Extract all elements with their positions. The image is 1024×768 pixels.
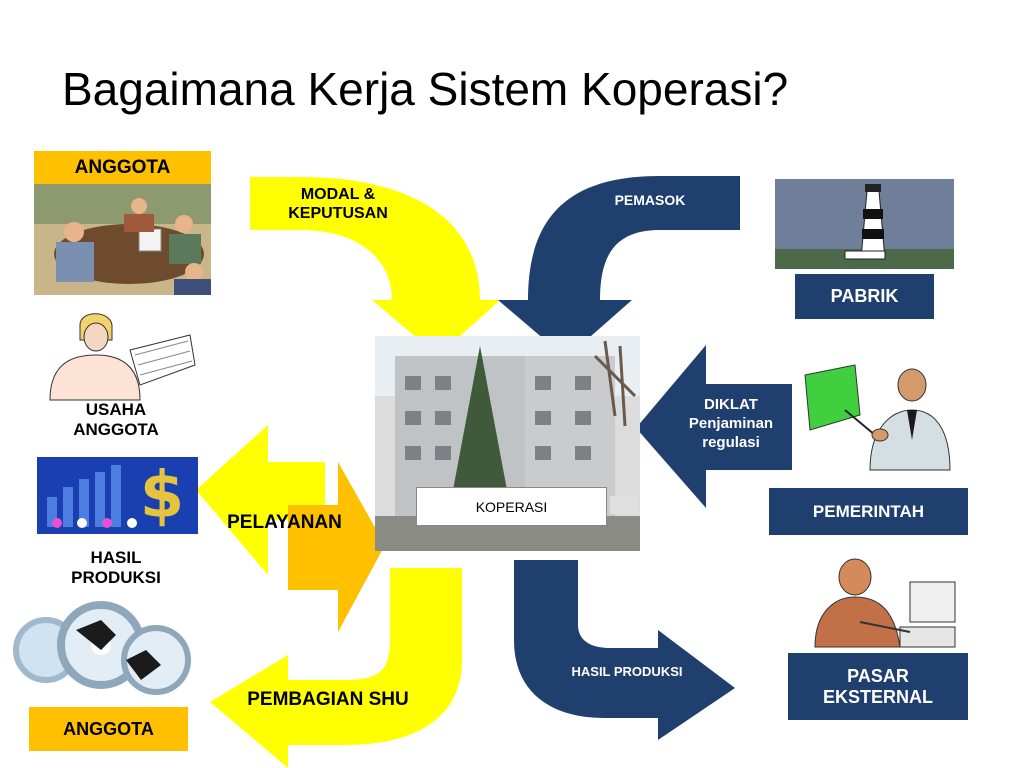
gears-clipart	[13, 601, 191, 695]
office-worker-clipart	[814, 558, 956, 648]
lighthouse-clipart	[775, 179, 954, 269]
diklat-line-1: DIKLAT	[704, 396, 758, 413]
modal-keputusan-label: MODAL & KEPUTUSAN	[268, 185, 408, 223]
pasar-eksternal-label: PASAR EKSTERNAL	[788, 653, 968, 720]
koperasi-label: KOPERASI	[475, 498, 548, 515]
pelayanan-arrow-left	[196, 425, 325, 575]
pemasok-label: PEMASOK	[614, 192, 686, 208]
pemerintah-text: PEMERINTAH	[812, 501, 925, 521]
modal-arrow	[250, 177, 500, 356]
woman-blueprint-clipart	[49, 313, 196, 401]
hasil-produksi-label: HASIL PRODUKSI	[52, 548, 180, 589]
pelayanan-label: PELAYANAN	[227, 512, 342, 533]
pabrik-label: PABRIK	[795, 274, 934, 319]
pasar-line-1: PASAR	[847, 665, 909, 686]
hasil-produksi-arrow-label: HASIL PRODUKSI	[571, 664, 683, 679]
hasil-produksi-line-2: PRODUKSI	[71, 568, 161, 588]
anggota-top-text: ANGGOTA	[74, 156, 171, 178]
presenter-clipart	[804, 364, 951, 471]
slide-title: Bagaimana Kerja Sistem Koperasi?	[62, 63, 789, 115]
pabrik-text: PABRIK	[830, 286, 899, 306]
pelayanan-arrow-right	[288, 462, 385, 632]
shu-arrow	[210, 568, 462, 768]
pemerintah-label: PEMERINTAH	[769, 488, 968, 535]
svg-text:$: $	[140, 459, 185, 533]
meeting-clipart	[34, 184, 211, 295]
diklat-line-3: regulasi	[702, 433, 760, 451]
hasil-produksi-line-1: HASIL	[90, 548, 142, 567]
koperasi-label-box: KOPERASI	[416, 487, 607, 526]
diklat-line-2: Penjaminan	[688, 414, 774, 432]
diklat-label: DIKLAT Penjaminan regulasi	[676, 396, 786, 452]
modal-line-2: KEPUTUSAN	[288, 205, 388, 223]
usaha-anggota-line-2: ANGGOTA	[73, 420, 159, 440]
anggota-bottom-text: ANGGOTA	[63, 718, 154, 739]
modal-line-1: MODAL &	[300, 186, 376, 203]
anggota-bottom-label: ANGGOTA	[29, 707, 188, 751]
pasar-line-2: EKSTERNAL	[822, 686, 933, 707]
usaha-anggota-label: USAHA ANGGOTA	[52, 400, 180, 441]
dollar-chart-clipart: $	[37, 457, 198, 534]
anggota-top-label: ANGGOTA	[34, 151, 211, 184]
pemasok-arrow	[498, 176, 740, 358]
pembagian-shu-label: PEMBAGIAN SHU	[247, 689, 409, 710]
diklat-arrow	[636, 345, 792, 508]
hasil-produksi-arrow	[514, 560, 735, 740]
usaha-anggota-line-1: USAHA	[85, 400, 147, 419]
